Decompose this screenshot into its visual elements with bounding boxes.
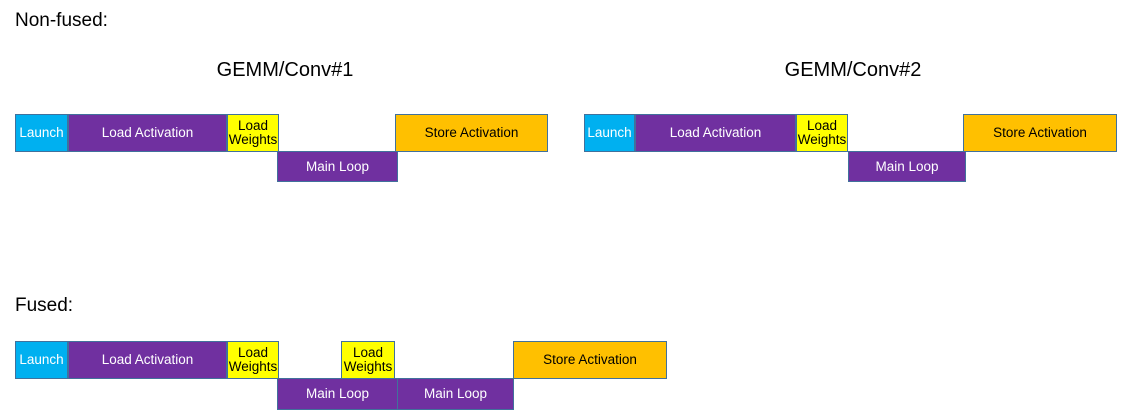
timeline-bar-label: Main Loop (305, 158, 370, 174)
group-title-gemm-conv-1: GEMM/Conv#1 (216, 59, 354, 81)
timeline-bar-load-weights-2: Load Weights (796, 114, 848, 152)
timeline-bar-label: Load Activation (101, 352, 194, 368)
timeline-bar-store-activation-1: Store Activation (395, 114, 548, 152)
timeline-bar-load-activation-f: Load Activation (68, 341, 227, 379)
timeline-bar-label: Load Weights (228, 345, 278, 374)
timeline-bar-launch-f: Launch (15, 341, 68, 379)
timeline-bar-main-loop-1: Main Loop (277, 151, 398, 182)
timeline-bar-main-loop-f1: Main Loop (277, 378, 398, 410)
timeline-bar-label: Main Loop (305, 386, 370, 402)
timeline-bar-label: Store Activation (424, 125, 519, 141)
section-label-non-fused: Non-fused: (15, 10, 108, 31)
timeline-bar-label: Launch (587, 125, 632, 141)
timeline-bar-load-weights-f1: Load Weights (227, 341, 279, 379)
section-label-fused: Fused: (15, 295, 74, 316)
timeline-bar-launch-1: Launch (15, 114, 68, 152)
timeline-bar-label: Launch (19, 352, 64, 368)
timeline-bar-load-weights-1: Load Weights (227, 114, 279, 152)
group-title-gemm-conv-2: GEMM/Conv#2 (784, 59, 922, 81)
timeline-bar-launch-2: Launch (584, 114, 635, 152)
timeline-bar-store-activation-2: Store Activation (963, 114, 1117, 152)
timeline-bar-label: Main Loop (875, 158, 939, 174)
timeline-bar-label: Launch (19, 125, 64, 141)
timeline-bar-load-activation-1: Load Activation (68, 114, 227, 152)
timeline-bar-store-activation-f: Store Activation (513, 341, 667, 379)
timeline-bar-label: Load Weights (343, 345, 393, 374)
timeline-bar-label: Load Activation (101, 125, 194, 141)
timeline-bar-load-weights-f2: Load Weights (341, 341, 395, 379)
timeline-bar-main-loop-f2: Main Loop (397, 378, 514, 410)
timeline-bar-label: Store Activation (543, 352, 637, 368)
timeline-bar-load-activation-2: Load Activation (635, 114, 796, 152)
timeline-bar-label: Load Weights (797, 118, 847, 147)
timeline-bar-label: Main Loop (423, 386, 488, 402)
timeline-bar-label: Store Activation (993, 125, 1087, 141)
timeline-bar-main-loop-2: Main Loop (848, 151, 966, 182)
timeline-bar-label: Load Weights (228, 118, 278, 147)
timeline-bar-label: Load Activation (669, 125, 762, 141)
